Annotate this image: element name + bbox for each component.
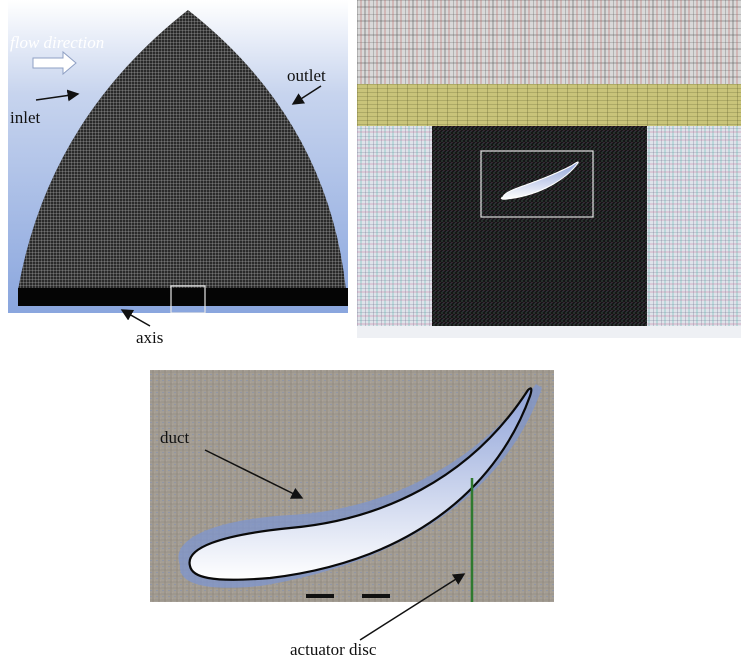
scale-bar-left xyxy=(306,594,334,598)
near-field-mesh-figure xyxy=(357,0,741,338)
zoom-region-box xyxy=(480,150,594,218)
transition-band xyxy=(357,84,741,126)
actuator-disc-arrow xyxy=(359,573,466,641)
outlet-arrow xyxy=(291,85,322,105)
near-field-mesh-panel xyxy=(357,0,741,338)
duct-airfoil xyxy=(188,387,533,581)
domain-mesh-figure xyxy=(18,10,348,313)
inlet-arrow xyxy=(35,89,80,102)
flow-direction-icon xyxy=(32,50,77,76)
duct-zoom-panel: duct xyxy=(150,370,554,602)
duct-airfoil-small xyxy=(500,161,579,200)
duct-zoom-figure xyxy=(150,370,554,602)
right-side-mesh xyxy=(647,126,741,326)
domain-mesh-region xyxy=(18,10,346,290)
left-side-mesh xyxy=(357,126,432,326)
actuator-disc-label: actuator disc xyxy=(290,640,377,659)
scale-bar-right xyxy=(362,594,390,598)
duct-arrow xyxy=(204,449,304,499)
dense-refinement-region xyxy=(432,126,647,326)
bottom-strip xyxy=(357,326,741,338)
axis-band xyxy=(18,288,348,306)
outer-structured-mesh xyxy=(357,0,741,88)
domain-mesh-panel: flow direction inlet outlet xyxy=(8,0,348,313)
flow-direction-label: flow direction xyxy=(10,33,105,52)
duct-label: duct xyxy=(160,428,190,447)
outlet-label: outlet xyxy=(287,66,326,85)
zoom-region-box xyxy=(170,285,206,313)
axis-label: axis xyxy=(136,328,164,347)
inlet-label: inlet xyxy=(10,108,41,127)
axis-arrow xyxy=(120,309,151,327)
